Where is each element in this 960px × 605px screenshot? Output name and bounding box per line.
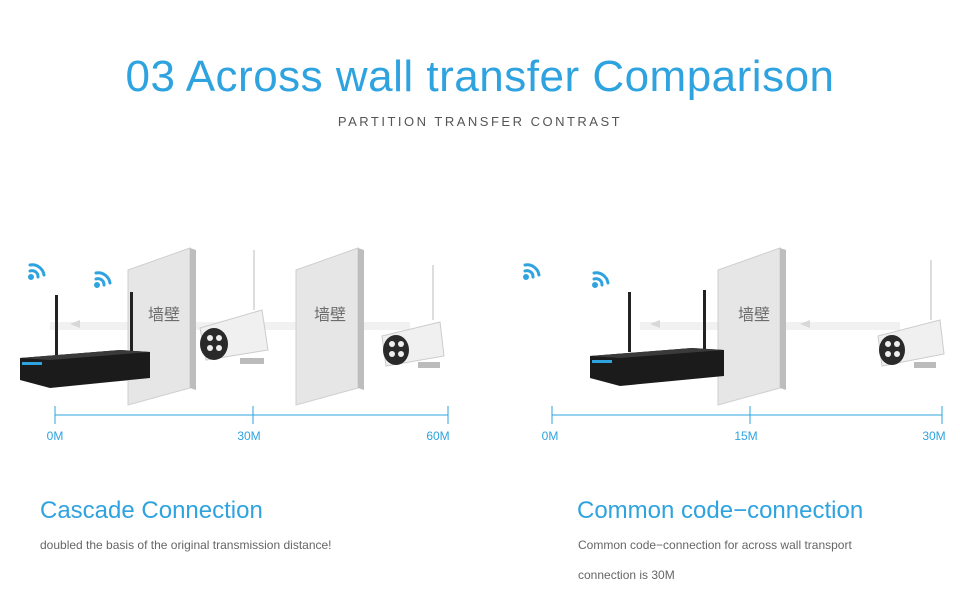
wifi-icon [592, 271, 610, 288]
camera [877, 260, 945, 368]
wall-label: 墙壁 [148, 305, 180, 324]
distance-scale [54, 406, 449, 424]
common-code-description-line2: connection is 30M [578, 568, 675, 582]
camera-2 [381, 265, 445, 368]
distance-tick-label: 0M [46, 429, 64, 443]
wifi-icon [523, 263, 541, 280]
common-code-description: Common code−connection for across wall t… [578, 530, 852, 590]
page-title: 03 Across wall transfer Comparison [125, 52, 835, 101]
distance-tick-label: 60M [426, 429, 450, 443]
common-code-illustration: 墙壁 0M 15M 30M [480, 240, 960, 450]
wall [295, 247, 364, 406]
page-subtitle: PARTITION TRANSFER CONTRAST [337, 114, 623, 129]
wall [127, 247, 196, 406]
cascade-scene-svg: 墙壁 墙壁 [20, 247, 449, 424]
distance-tick-label: 15M [734, 429, 758, 443]
nvr-recorder [590, 290, 724, 386]
cascade-heading: Cascade Connection [40, 497, 263, 524]
common-code-heading: Common code−connection [577, 497, 864, 524]
cascade-illustration: 墙壁 墙壁 [0, 240, 480, 450]
distance-tick-label: 30M [922, 429, 946, 443]
wall-label: 墙壁 [314, 305, 346, 324]
wall [717, 247, 786, 406]
nvr-recorder [20, 292, 150, 388]
cascade-description: doubled the basis of the original transm… [40, 538, 332, 552]
distance-tick-label: 30M [237, 429, 261, 443]
distance-tick-label: 0M [541, 429, 559, 443]
wall-label: 墙壁 [738, 305, 770, 324]
wifi-icon [28, 263, 46, 280]
common-code-scene-svg: 墙壁 [523, 247, 945, 424]
distance-scale [551, 406, 943, 424]
wifi-icon [94, 271, 112, 288]
common-code-description-line1: Common code−connection for across wall t… [578, 538, 852, 552]
camera-1 [199, 250, 269, 364]
